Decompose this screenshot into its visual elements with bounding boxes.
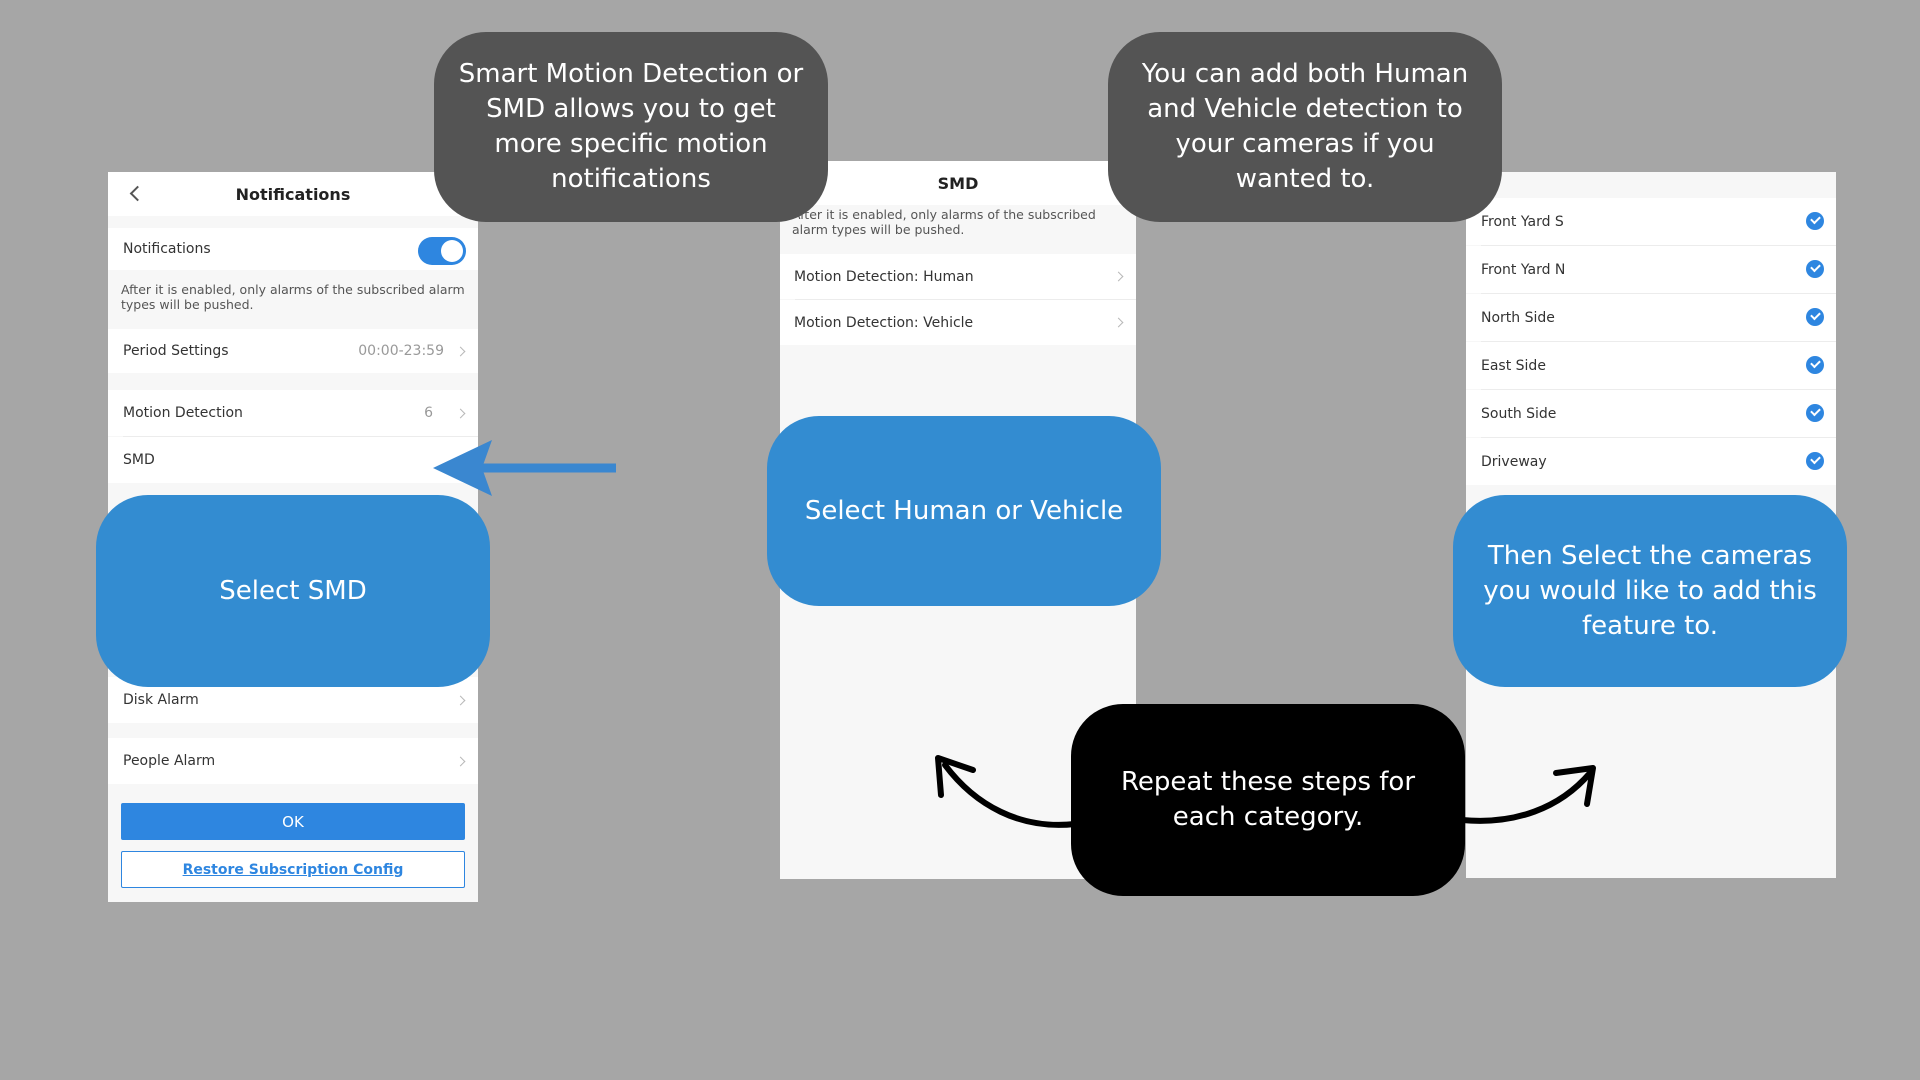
row-divider: [123, 436, 478, 437]
people-alarm-label: People Alarm: [123, 753, 216, 769]
row-divider: [795, 299, 1136, 300]
notifications-toggle-row: Notifications: [108, 228, 478, 270]
chevron-right-icon: [1113, 317, 1124, 328]
camera-row-6[interactable]: Driveway: [1466, 438, 1836, 485]
human-detection-row[interactable]: Motion Detection: Human: [780, 254, 1136, 299]
notifications-hint: After it is enabled, only alarms of the …: [121, 282, 465, 312]
camera-row-3[interactable]: North Side: [1466, 294, 1836, 341]
vehicle-detection-row[interactable]: Motion Detection: Vehicle: [780, 300, 1136, 345]
smd-hint: After it is enabled, only alarms of the …: [792, 207, 1096, 237]
disk-alarm-label: Disk Alarm: [123, 692, 199, 708]
ok-button[interactable]: OK: [121, 803, 465, 840]
nav-bar: Notifications C: [108, 172, 478, 216]
toggle-knob: [441, 240, 463, 262]
row-divider: [1481, 245, 1836, 246]
camera-name: Front Yard N: [1481, 261, 1566, 278]
human-detection-label: Motion Detection: Human: [794, 268, 974, 285]
check-circle-icon[interactable]: [1806, 356, 1824, 374]
camera-row-1[interactable]: Front Yard S: [1466, 198, 1836, 245]
check-circle-icon[interactable]: [1806, 308, 1824, 326]
smd-label: SMD: [123, 452, 155, 468]
page-title: Notifications: [235, 184, 351, 204]
period-settings-value: 00:00-23:59: [358, 343, 444, 359]
camera-name: North Side: [1481, 309, 1555, 326]
notifications-toggle[interactable]: [418, 237, 466, 265]
chevron-right-icon: [1113, 271, 1124, 282]
camera-name: East Side: [1481, 357, 1546, 374]
select-smd-callout: Select SMD: [96, 495, 490, 687]
row-divider: [1481, 341, 1836, 342]
select-human-vehicle-callout: Select Human or Vehicle: [767, 416, 1161, 606]
camera-row-5[interactable]: South Side: [1466, 390, 1836, 437]
chevron-right-icon: [455, 695, 466, 705]
row-divider: [1481, 293, 1836, 294]
vehicle-detection-label: Motion Detection: Vehicle: [794, 314, 974, 331]
period-settings-row[interactable]: Period Settings 00:00-23:59: [108, 329, 478, 373]
camera-name: Front Yard S: [1481, 213, 1564, 230]
motion-detection-label: Motion Detection: [123, 405, 243, 421]
row-divider: [1481, 389, 1836, 390]
select-cameras-callout: Then Select the cameras you would like t…: [1453, 495, 1847, 687]
motion-detection-row[interactable]: Motion Detection 6: [108, 390, 478, 436]
camera-row-4[interactable]: East Side: [1466, 342, 1836, 389]
camera-row-2[interactable]: Front Yard N: [1466, 246, 1836, 293]
chevron-right-icon: [455, 756, 466, 766]
restore-subscription-button[interactable]: Restore Subscription Config: [121, 851, 465, 888]
notifications-label: Notifications: [123, 241, 211, 257]
check-circle-icon[interactable]: [1806, 260, 1824, 278]
camera-name: Driveway: [1481, 453, 1547, 470]
check-circle-icon[interactable]: [1806, 212, 1824, 230]
row-divider: [1481, 437, 1836, 438]
check-circle-icon[interactable]: [1806, 452, 1824, 470]
page-title: SMD: [937, 173, 979, 193]
check-circle-icon[interactable]: [1806, 404, 1824, 422]
smd-info-callout: Smart Motion Detection or SMD allows you…: [434, 32, 828, 222]
chevron-right-icon: [455, 408, 466, 418]
both-detection-callout: You can add both Human and Vehicle detec…: [1108, 32, 1502, 222]
period-settings-label: Period Settings: [123, 343, 229, 359]
repeat-steps-callout: Repeat these steps for each category.: [1071, 704, 1465, 896]
motion-detection-count: 6: [424, 405, 433, 421]
camera-name: South Side: [1481, 405, 1557, 422]
nav-bar: SMD: [780, 161, 1136, 205]
smd-row[interactable]: SMD: [108, 437, 478, 483]
people-alarm-row[interactable]: People Alarm: [108, 738, 478, 784]
chevron-right-icon: [455, 346, 466, 356]
